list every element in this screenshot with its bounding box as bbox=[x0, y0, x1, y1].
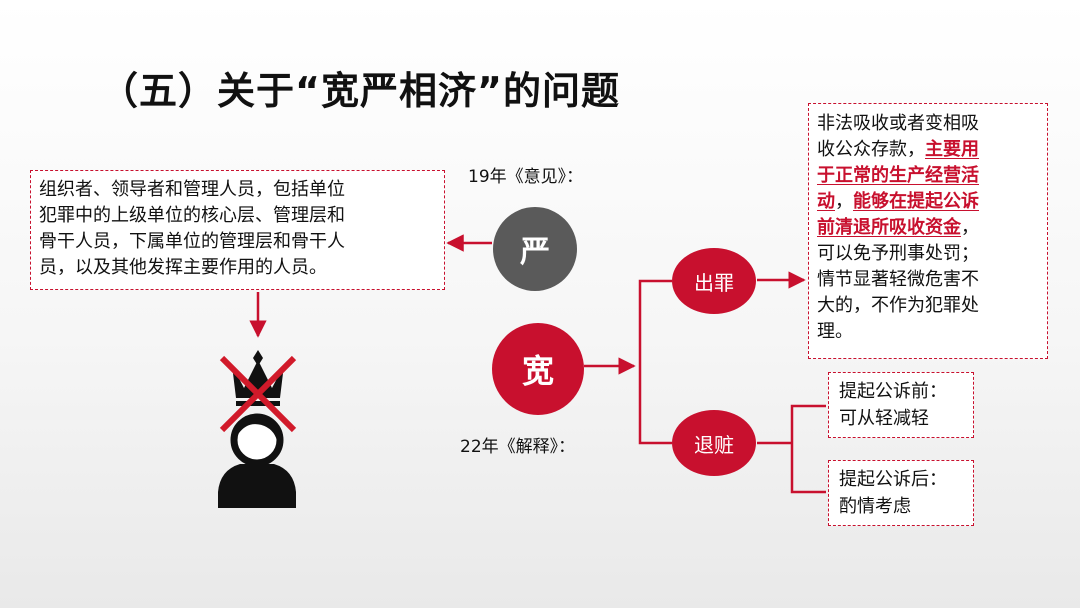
decriminalize-conditions-box: 非法吸收或者变相吸 收公众存款，主要用 于正常的生产经营活 动，能够在提起公诉 … bbox=[808, 103, 1048, 359]
branch-bracket bbox=[638, 279, 672, 445]
core-personnel-line-3: 骨干人员，下属单位的管理层和骨干人 bbox=[39, 231, 345, 252]
interpretation-label: 22年《解释》： bbox=[460, 437, 576, 457]
conditions-line-8: 大的，不作为犯罪处 bbox=[817, 295, 979, 316]
page-title: （五）关于“宽严相济”的问题 bbox=[100, 69, 620, 113]
opinion-label: 19年《意见》： bbox=[468, 167, 584, 187]
core-personnel-box: 组织者、领导者和管理人员，包括单位 犯罪中的上级单位的核心层、管理层和 骨干人员… bbox=[30, 170, 445, 290]
before-prosecution-box: 提起公诉前： 可从轻减轻 bbox=[828, 372, 974, 438]
conditions-line-5: 前清退所吸收资金， bbox=[817, 215, 1039, 241]
strict-node: 严 bbox=[493, 207, 577, 291]
conditions-line-9: 理。 bbox=[817, 321, 853, 342]
crossed-crown-person-icon bbox=[218, 350, 297, 508]
conditions-line-7: 情节显著轻微危害不 bbox=[817, 269, 979, 290]
before-prosecution-line-2: 可从轻减轻 bbox=[839, 408, 929, 429]
conditions-text: ， bbox=[835, 191, 853, 212]
restitution-node: 退赃 bbox=[672, 410, 756, 476]
after-prosecution-line-2: 酌情考虑 bbox=[839, 496, 911, 517]
conditions-line-4: 动，能够在提起公诉 bbox=[817, 189, 1039, 215]
tui-bracket bbox=[790, 404, 826, 494]
conditions-highlight: 主要用 bbox=[925, 139, 979, 160]
conditions-text: ， bbox=[961, 217, 979, 238]
conditions-highlight: 能够在提起公诉 bbox=[853, 191, 979, 212]
before-prosecution-line-1: 提起公诉前： bbox=[839, 381, 947, 402]
conditions-line-1: 非法吸收或者变相吸 bbox=[817, 113, 979, 134]
conditions-highlight: 于正常的生产经营活 bbox=[817, 165, 979, 186]
after-prosecution-box: 提起公诉后： 酌情考虑 bbox=[828, 460, 974, 526]
decriminalize-node: 出罪 bbox=[672, 248, 756, 314]
core-personnel-line-2: 犯罪中的上级单位的核心层、管理层和 bbox=[39, 205, 345, 226]
conditions-line-6: 可以免予刑事处罚； bbox=[817, 243, 979, 264]
conditions-highlight: 动 bbox=[817, 191, 835, 212]
after-prosecution-line-1: 提起公诉后： bbox=[839, 469, 947, 490]
core-personnel-line-1: 组织者、领导者和管理人员，包括单位 bbox=[39, 179, 345, 200]
core-personnel-line-4: 员，以及其他发挥主要作用的人员。 bbox=[39, 257, 327, 278]
conditions-line-2: 收公众存款，主要用 bbox=[817, 137, 1039, 163]
conditions-text: 收公众存款， bbox=[817, 139, 925, 160]
lenient-node: 宽 bbox=[492, 323, 584, 415]
conditions-highlight: 前清退所吸收资金 bbox=[817, 217, 961, 238]
conditions-line-3: 于正常的生产经营活 bbox=[817, 163, 1039, 189]
